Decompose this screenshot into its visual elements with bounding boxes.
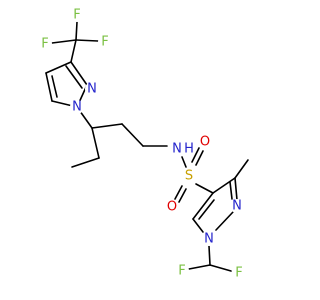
bond-ch-ch2a <box>91 123 123 129</box>
bond-cf3-f-right <box>75 39 99 42</box>
bond-c3-n2-double <box>65 65 83 89</box>
bond-n1b-chf2 <box>208 245 211 266</box>
bond-chf2-f-left <box>188 264 211 270</box>
bond-ch-ethyl <box>91 127 100 159</box>
bond-c4-c3 <box>45 61 72 74</box>
bond-nh-s <box>181 156 187 168</box>
bond-ethyl-methyl <box>71 157 100 168</box>
atom-fluorine: F <box>178 264 185 279</box>
bond-cf3-f-left <box>51 39 77 44</box>
bond-s-o-upper-double <box>195 150 204 166</box>
atom-fluorine: F <box>101 35 108 50</box>
atom-nitrogen: N <box>172 142 182 157</box>
bond-c3b-n2b-double <box>229 181 233 200</box>
bond-s-o-lower-double <box>178 188 187 203</box>
bonds <box>45 21 249 272</box>
bond-c3b-methyl <box>234 159 249 179</box>
bond-ch2a-ch2b <box>121 123 144 147</box>
atom-fluorine: F <box>73 8 80 23</box>
bond-s-o-lower <box>174 185 183 200</box>
bond-c5b-c4b <box>192 192 214 220</box>
bond-chf2-f-right <box>209 264 232 272</box>
atom-nitrogen: N <box>87 82 97 97</box>
bond-cf3-c3 <box>70 39 77 63</box>
atom-sulfur: S <box>185 169 193 184</box>
bond-n1b-c5b <box>192 218 204 233</box>
molecule-structure-diagram: F F F N N N H S O O N N F F <box>38 7 249 281</box>
bond-s-o-upper <box>191 147 200 163</box>
bond-c3-n2 <box>70 61 88 86</box>
atom-fluorine: F <box>235 266 242 281</box>
atom-fluorine: F <box>41 37 48 52</box>
bond-c5-c4-double <box>51 75 58 98</box>
atom-oxygen: O <box>200 135 210 150</box>
bond-cf3-f-top <box>75 21 78 41</box>
atom-nitrogen: N <box>72 100 82 115</box>
atom-nitrogen: N <box>204 232 214 247</box>
bond-n2b-n1b <box>215 211 234 231</box>
bond-c3b-n2b <box>234 177 238 201</box>
atom-hydrogen: H <box>184 142 194 157</box>
bond-c5b-c4b-double <box>198 199 215 220</box>
bond-s-c4b <box>195 183 214 194</box>
bond-c4b-c3b <box>212 177 236 194</box>
bond-c5-c4 <box>45 72 53 102</box>
atoms: F F F N N N H S O O N N F F <box>38 8 246 281</box>
atom-oxygen: O <box>167 200 177 215</box>
atom-nitrogen: N <box>232 199 242 214</box>
